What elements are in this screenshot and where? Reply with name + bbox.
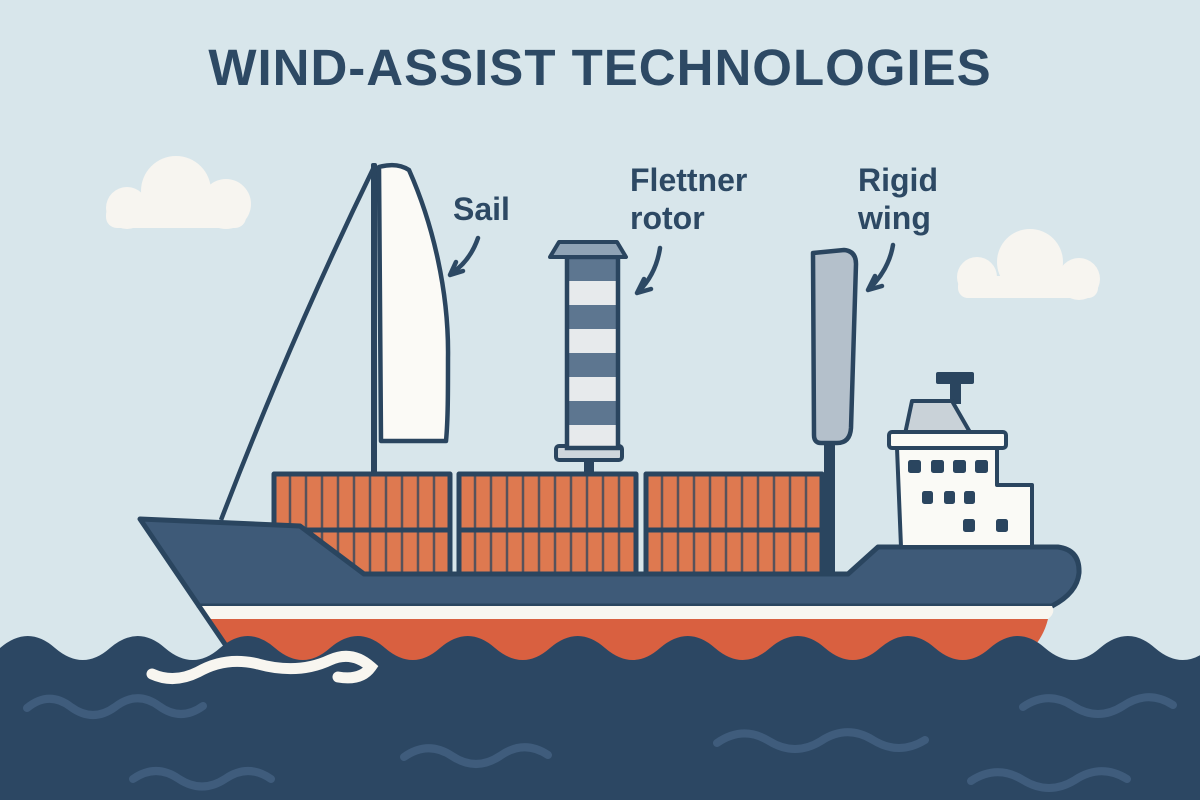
funnel: [903, 399, 973, 436]
bow-foam-wave: [146, 650, 379, 684]
page-title: WIND-ASSIST TECHNOLOGIES: [208, 39, 992, 96]
callout-arrows: [447, 235, 896, 296]
rotor-top-cap: [548, 240, 628, 259]
cloud-right: [957, 229, 1100, 300]
mast: [371, 163, 377, 476]
bridge-windows: [908, 460, 1008, 532]
flettner-rotor-arrow: [634, 245, 663, 296]
wing-pole: [824, 440, 835, 576]
superstructure: [887, 372, 1034, 549]
rotor-pole: [584, 450, 594, 476]
sea-wave-lines: [23, 693, 1177, 792]
sail-arrow: [447, 235, 481, 278]
container-block-2: [456, 471, 639, 577]
radar-mast-bar: [936, 372, 974, 384]
rotor-cylinder: [564, 254, 621, 451]
label-sail: Sail: [453, 191, 510, 227]
forestay-line: [218, 166, 377, 521]
container-stacks: [271, 471, 825, 577]
hull: [137, 516, 1082, 670]
radar-mast-post: [950, 384, 961, 404]
container-block-3: [643, 471, 825, 577]
label-flettner-rotor: Flettner rotor: [630, 162, 748, 237]
hull-white-stripe: [199, 606, 1054, 619]
bridge-deck-cap: [887, 430, 1008, 450]
sea: [0, 636, 1200, 800]
sail: [376, 162, 451, 444]
rigid-wing: [810, 247, 859, 446]
label-rigid-wing: Rigid wing: [858, 162, 938, 237]
cloud-left: [106, 156, 251, 229]
rigid-wing-arrow: [865, 242, 896, 293]
